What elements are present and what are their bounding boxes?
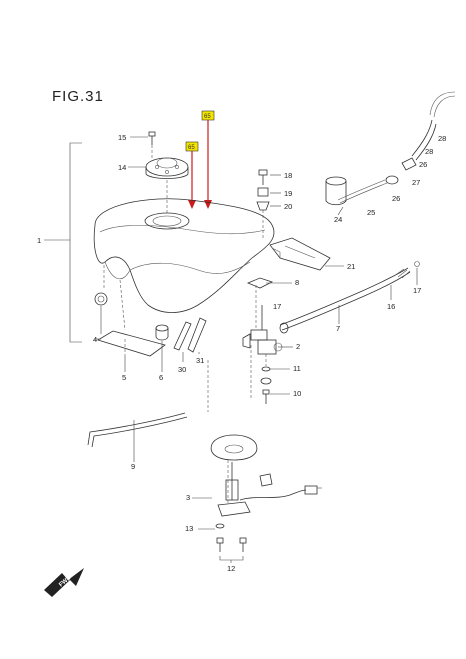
figure-title: FIG.31 [52,88,104,105]
part-label-27: 27 [412,178,420,187]
part-label-17-right: 17 [413,286,421,295]
part-label-15: 15 [118,133,126,142]
tank-pad [97,330,166,357]
red-arrows [188,120,212,209]
part-label-8: 8 [295,278,299,287]
part-label-3: 3 [186,493,190,502]
vent-assembly [325,91,456,206]
fuel-cock [242,285,283,355]
part-label-24: 24 [334,215,342,224]
part-label-11: 11 [293,364,301,373]
part-label-13: 13 [185,524,193,533]
part-label-21: 21 [347,262,355,271]
part-label-7: 7 [336,324,340,333]
fuel-hose [279,261,420,334]
fuel-cap [145,157,189,214]
part-label-12: 12 [227,564,235,573]
part-label-2: 2 [296,342,300,351]
washer-and-bolt [250,345,272,404]
part-label-10: 10 [293,389,301,398]
part-label-1: 1 [37,236,41,245]
sender-wire [239,485,322,501]
part-label-16: 16 [387,302,395,311]
callout-label-lower: 65 [188,145,195,151]
fwd-arrow-icon: FWD [44,568,84,597]
part-label-4: 4 [93,335,97,344]
part-label-5: 5 [122,373,126,382]
side-bracket [269,237,331,271]
bolt-stack [256,169,270,240]
part-label-26-upper: 26 [419,160,427,169]
part-label-25: 25 [367,208,375,217]
damper [155,324,169,341]
part-label-18: 18 [284,171,292,180]
part-label-6: 6 [159,373,163,382]
cap-screw [148,131,156,160]
sender-screws [215,523,247,563]
part-label-30: 30 [178,365,186,374]
part-label-28-lower: 28 [425,147,433,156]
part-label-26-lower: 26 [392,194,400,203]
leader-lines [95,136,418,530]
part-labels: 1 2 3 4 5 6 7 8 9 10 11 12 13 14 15 16 1… [37,133,446,573]
fuel-tank [93,198,275,331]
callout-label-upper: 65 [204,114,211,120]
trim-strips [173,317,207,353]
part-label-19: 19 [284,189,292,198]
assembly-bracket [44,142,82,343]
part-label-9: 9 [131,462,135,471]
overflow-tube [87,360,209,448]
part-label-31: 31 [196,356,204,365]
part-label-28-upper: 28 [438,134,446,143]
part-label-14: 14 [118,163,126,172]
fuel-sender [210,434,273,517]
part-label-17-left: 17 [273,302,281,311]
part-label-20: 20 [284,202,292,211]
rubber-ring [94,292,108,306]
